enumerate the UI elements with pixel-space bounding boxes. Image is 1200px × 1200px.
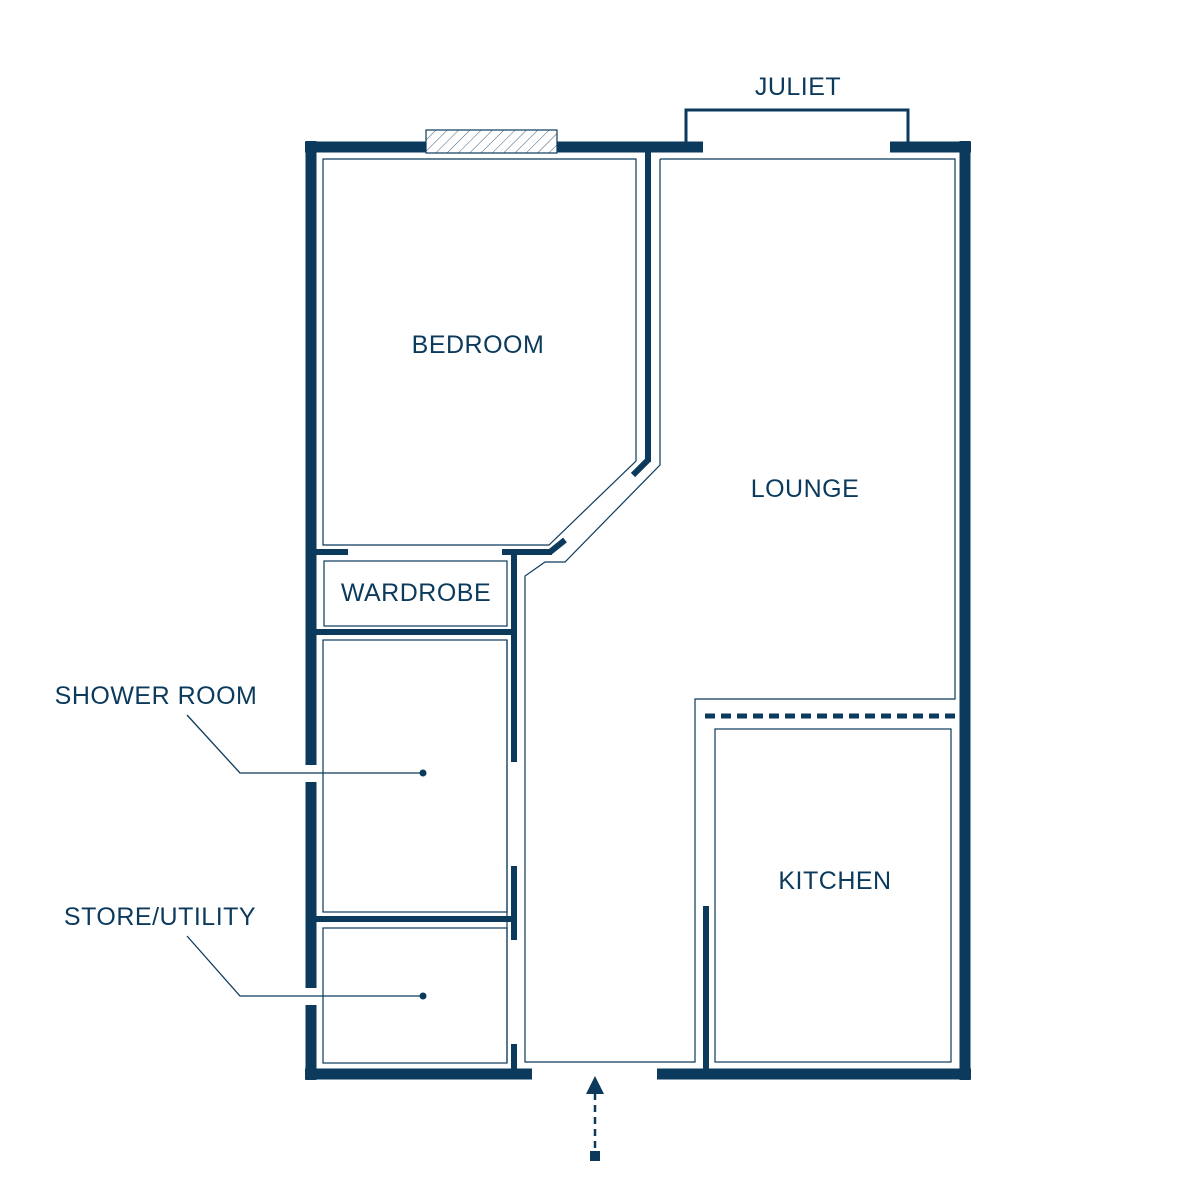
room-labels: BEDROOM LOUNGE WARDROBE KITCHEN <box>341 331 891 895</box>
entrance-arrow-icon <box>586 1076 604 1161</box>
outer-walls <box>305 141 971 1080</box>
bedroom-door-leaf-lower <box>548 537 567 555</box>
shower-room-leader <box>186 714 423 774</box>
bedroom-outline <box>322 158 637 546</box>
lounge-outline <box>524 158 956 1063</box>
juliet-balcony: JULIET <box>684 73 910 142</box>
room-outlines <box>322 158 956 1064</box>
juliet-label: JULIET <box>755 73 841 101</box>
wardrobe-outline <box>323 560 508 627</box>
bedroom-label: BEDROOM <box>412 331 545 359</box>
store-utility-label: STORE/UTILITY <box>64 903 256 931</box>
shower-room-marker <box>419 769 427 777</box>
wardrobe-label: WARDROBE <box>341 579 491 607</box>
lounge-label: LOUNGE <box>751 475 860 503</box>
store-utility-leader <box>186 935 423 997</box>
partition-walls <box>316 150 955 1071</box>
kitchen-label: KITCHEN <box>778 867 891 895</box>
shower-room-callout: SHOWER ROOM <box>55 682 427 777</box>
store-utility-marker <box>419 992 427 1000</box>
bedroom-door-leaf-upper <box>630 457 651 478</box>
hatched-window-icon <box>425 129 558 154</box>
shower-room-outline <box>322 639 508 913</box>
shower-room-label: SHOWER ROOM <box>55 682 258 710</box>
store-utility-callout: STORE/UTILITY <box>64 903 427 1000</box>
kitchen-outline <box>714 728 952 1063</box>
